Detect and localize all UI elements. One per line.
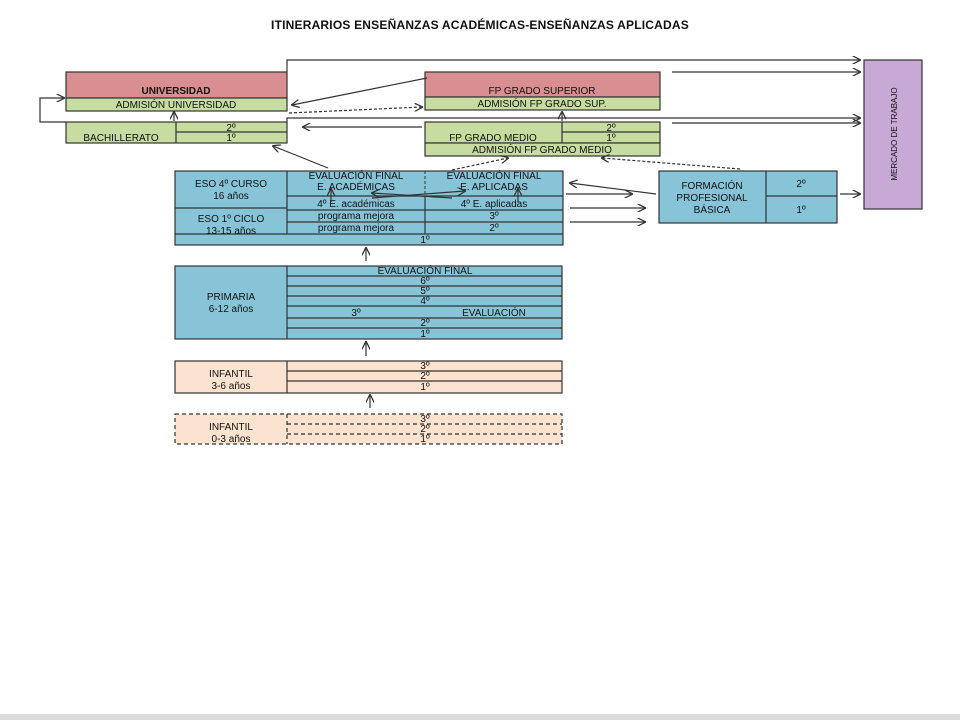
bachillerato-box: BACHILLERATO 2º 1º — [65, 121, 288, 144]
infantil36-label: INFANTIL — [209, 369, 253, 380]
infantil36-age: 3-6 años — [212, 381, 251, 392]
arrow-eval-academicas-to-bachillerato — [273, 146, 329, 169]
eso4-label: ESO 4º CURSO — [195, 179, 267, 190]
infantil03-curso3: 3º — [420, 414, 430, 425]
fp-medio-box: FP GRADO MEDIO 2º 1º ADMISIÓN FP GRADO M… — [424, 121, 661, 157]
arrow-fpb-to-fp-medio — [602, 158, 741, 170]
primaria-curso3: 3º — [351, 308, 361, 319]
primaria-evaluacion: EVALUACIÓN — [462, 306, 526, 319]
fp-medio-label: FP GRADO MEDIO — [449, 133, 537, 144]
fp-superior-box: FP GRADO SUPERIOR ADMISIÓN FP GRADO SUP. — [424, 71, 661, 111]
fpb-label1: FORMACIÓN — [681, 179, 742, 192]
eval-academicas-line1: EVALUACIÓN FINAL — [309, 169, 404, 182]
infantil03-curso1: 1º — [420, 434, 430, 445]
arrow-cross-right — [371, 191, 465, 199]
fpb-label2: PROFESIONAL — [676, 193, 748, 204]
infantil03-label: INFANTIL — [209, 422, 253, 433]
infantil03-curso2: 2º — [420, 424, 430, 435]
arrow-eval-aplicadas-to-fp-medio — [451, 158, 508, 171]
eso1-age: 13-15 años — [206, 226, 256, 237]
fpb-label3: BÁSICA — [694, 203, 731, 216]
bachillerato-curso2: 2º — [226, 123, 236, 134]
infantil-3-6-box: INFANTIL 3-6 años 3º 2º 1º — [174, 360, 563, 394]
bottom-bar — [0, 714, 960, 720]
fpb-box: FORMACIÓN PROFESIONAL BÁSICA 2º 1º — [658, 170, 838, 224]
infantil03-age: 0-3 años — [212, 434, 251, 445]
arrow-fp-superior-to-universidad — [292, 77, 428, 105]
fp-medio-curso1: 1º — [606, 133, 616, 144]
diagram-title: ITINERARIOS ENSEÑANZAS ACADÉMICAS-ENSEÑA… — [271, 18, 689, 32]
arrow-fpb-to-eso — [570, 183, 657, 195]
admision-fp-medio-label: ADMISIÓN FP GRADO MEDIO — [472, 143, 612, 156]
primaria-label: PRIMARIA — [207, 292, 256, 303]
fp-medio-curso2: 2º — [606, 123, 616, 134]
primaria-box: PRIMARIA 6-12 años EVALUACIÓN FINAL 6º 5… — [174, 264, 563, 340]
arrow-bachillerato-to-mercado — [286, 118, 860, 122]
eso4-aplicadas: 4º E. aplicadas — [461, 199, 527, 210]
infantil36-curso2: 2º — [420, 371, 430, 382]
arrow-bachillerato-to-fp-superior — [288, 107, 422, 114]
primaria-evaluacion-final: EVALUACIÓN FINAL — [378, 264, 473, 277]
admision-universidad-label: ADMISIÓN UNIVERSIDAD — [116, 98, 237, 111]
infantil36-curso3: 3º — [420, 361, 430, 372]
eso1-curso1: 1º — [420, 235, 430, 246]
arrow-cross-left — [372, 193, 453, 199]
fpb-curso2: 2º — [796, 179, 806, 190]
primaria-curso5: 5º — [420, 286, 430, 297]
eval-academicas-line2: E. ACADÉMICAS — [317, 180, 395, 193]
universidad-box: UNIVERSIDAD ADMISIÓN UNIVERSIDAD — [65, 71, 288, 112]
primaria-curso4: 4º — [420, 296, 430, 307]
eso4-academicas: 4º E. académicas — [317, 199, 395, 210]
mercado-label: MERCADO DE TRABAJO — [890, 87, 899, 180]
fpb-curso1: 1º — [796, 205, 806, 216]
primaria-curso6: 6º — [420, 276, 430, 287]
infantil-0-3-box: INFANTIL 0-3 años 3º 2º 1º — [174, 413, 563, 445]
arrow-universidad-to-mercado — [286, 60, 860, 72]
eso1-programa-mejora-3: programa mejora — [318, 211, 395, 222]
primaria-curso1: 1º — [420, 329, 430, 340]
loop-bachillerato-universidad — [39, 98, 66, 123]
eso1-curso3: 3º — [489, 211, 499, 222]
primaria-age: 6-12 años — [209, 304, 253, 315]
mercado-trabajo-box: MERCADO DE TRABAJO — [863, 59, 923, 210]
eso4-age: 16 años — [213, 191, 249, 202]
admision-fp-superior-label: ADMISIÓN FP GRADO SUP. — [477, 97, 606, 110]
eso-box: ESO 4º CURSO 16 años EVALUACIÓN FINAL E.… — [174, 169, 564, 246]
eso1-curso2: 2º — [489, 223, 499, 234]
eso1-programa-mejora-2: programa mejora — [318, 223, 395, 234]
primaria-curso2: 2º — [420, 318, 430, 329]
bachillerato-curso1: 1º — [226, 133, 236, 144]
eval-aplicadas-line1: EVALUACIÓN FINAL — [447, 169, 542, 182]
eso1-label: ESO 1º CICLO — [198, 214, 265, 225]
infantil36-curso1: 1º — [420, 382, 430, 393]
universidad-label: UNIVERSIDAD — [142, 86, 211, 97]
fp-superior-label: FP GRADO SUPERIOR — [488, 86, 595, 97]
eval-aplicadas-line2: E. APLICADAS — [460, 182, 528, 193]
connectors — [39, 60, 860, 408]
bachillerato-label: BACHILLERATO — [83, 133, 158, 144]
